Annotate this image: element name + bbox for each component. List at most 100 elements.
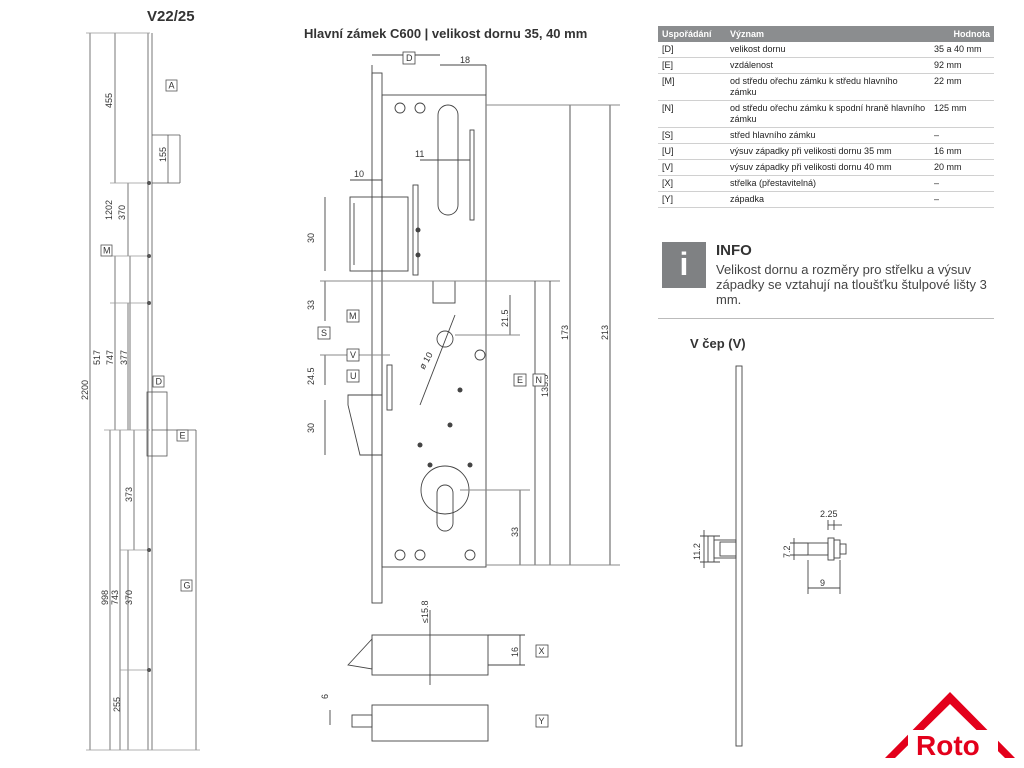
section-divider [658,318,994,319]
row-value: 22 mm [930,73,994,101]
dim-9: 9 [820,578,825,588]
dim-11-2: 11.2 [692,543,702,560]
marker-M: M [103,246,111,256]
row-value: 35 a 40 mm [930,42,994,58]
row-meaning: střed hlavního zámku [726,127,930,144]
row-meaning: od středu ořechu zámku k středu hlavního… [726,73,930,101]
marker-M-center: M [349,311,357,321]
marker-N: N [536,375,543,385]
dim-455: 455 [104,93,114,108]
dim-370b: 370 [124,590,134,605]
table-row: [V]výsuv západky při velikosti dornu 40 … [658,159,994,176]
info-icon: i [662,242,706,288]
row-meaning: od středu ořechu zámku k spodní hraně hl… [726,100,930,128]
row-value: 16 mm [930,143,994,160]
row-meaning: vzdálenost [726,57,930,74]
dim-11: 11 [415,149,424,159]
left-overview-drawing: 2200 455 155 1202 370 517 747 377 373 99… [80,32,200,751]
marker-E-center: E [517,375,523,385]
dim-155: 155 [158,147,168,162]
dim-1202: 1202 [104,200,114,220]
info-icon-glyph: i [679,246,689,282]
row-key: [Y] [658,191,726,208]
row-key: [U] [658,143,726,160]
row-key: [D] [658,42,726,58]
header-meaning: Význam [726,26,930,42]
row-meaning: velikost dornu [726,42,930,58]
row-value: 20 mm [930,159,994,176]
marker-X: X [539,646,545,656]
dim-total: 2200 [80,380,90,400]
roto-logo-text: Roto [916,730,980,761]
marker-D-center: D [406,53,413,63]
dim-24-5: 24.5 [306,367,316,385]
row-value: – [930,175,994,192]
row-key: [S] [658,127,726,144]
left-title: V22/25 [147,8,195,25]
dim-18: 18 [460,55,470,65]
pin-title: V čep (V) [690,336,746,351]
dim-747: 747 [105,350,115,365]
marker-Y: Y [539,716,545,726]
dim-10: 10 [354,169,364,179]
row-value: – [930,127,994,144]
row-key: [X] [658,175,726,192]
dim-2-25: 2.25 [820,509,838,519]
dim-33b: 33 [510,527,520,537]
dim-743: 743 [110,590,120,605]
dim-6: 6 [320,694,330,699]
dim-255: 255 [112,697,122,712]
marker-A: A [169,81,175,91]
marker-S: S [321,328,327,338]
dim-998: 998 [100,590,110,605]
marker-E: E [180,431,186,441]
dim-30a: 30 [306,233,316,243]
lock-drawing: 18 11 10 30 33 24.5 30 21.5 135.5 173 21… [306,51,620,742]
row-key: [E] [658,57,726,74]
dim-370a: 370 [117,205,127,220]
marker-U: U [350,371,357,381]
table-row: [M]od středu ořechu zámku k středu hlavn… [658,73,994,101]
info-title: INFO [716,242,752,259]
dim-173: 173 [560,325,570,340]
dim-213: 213 [600,325,610,340]
dim-diameter: ø 10 [417,350,435,371]
header-value: Hodnota [930,26,994,42]
row-key: [N] [658,100,726,128]
row-value: 92 mm [930,57,994,74]
dim-517: 517 [92,350,102,365]
dim-33a: 33 [306,300,316,310]
roto-logo [885,692,1015,760]
table-row: [U]výsuv západky při velikosti dornu 35 … [658,143,994,160]
marker-G: G [184,581,191,591]
row-key: [M] [658,73,726,101]
marker-D: D [156,377,163,387]
dim-7-2: 7.2 [782,545,792,558]
table-row: [Y]západka– [658,191,994,208]
spec-table-header: Uspořádání Význam Hodnota [658,26,994,42]
pin-drawing: 11.2 7.2 2.25 9 [692,365,847,747]
table-row: [X]střelka (přestavitelná)– [658,175,994,192]
table-row: [S]střed hlavního zámku– [658,127,994,144]
row-meaning: výsuv západky při velikosti dornu 35 mm [726,143,930,160]
spec-table: Uspořádání Význam Hodnota [D]velikost do… [658,26,994,208]
row-meaning: střelka (přestavitelná) [726,175,930,192]
dim-373: 373 [124,487,134,502]
dim-15-8: ≤15.8 [420,601,430,623]
row-value: 125 mm [930,100,994,128]
row-value: – [930,191,994,208]
info-text: Velikost dornu a rozměry pro střelku a v… [716,262,987,307]
table-row: [N]od středu ořechu zámku k spodní hraně… [658,100,994,128]
dim-30b: 30 [306,423,316,433]
row-key: [V] [658,159,726,176]
center-title: Hlavní zámek C600 | velikost dornu 35, 4… [304,26,588,41]
dim-16: 16 [510,647,520,657]
dim-21-5: 21.5 [500,309,510,327]
marker-V: V [350,350,356,360]
header-arrangement: Uspořádání [658,26,726,42]
dim-377: 377 [119,350,129,365]
row-meaning: západka [726,191,930,208]
row-meaning: výsuv západky při velikosti dornu 40 mm [726,159,930,176]
